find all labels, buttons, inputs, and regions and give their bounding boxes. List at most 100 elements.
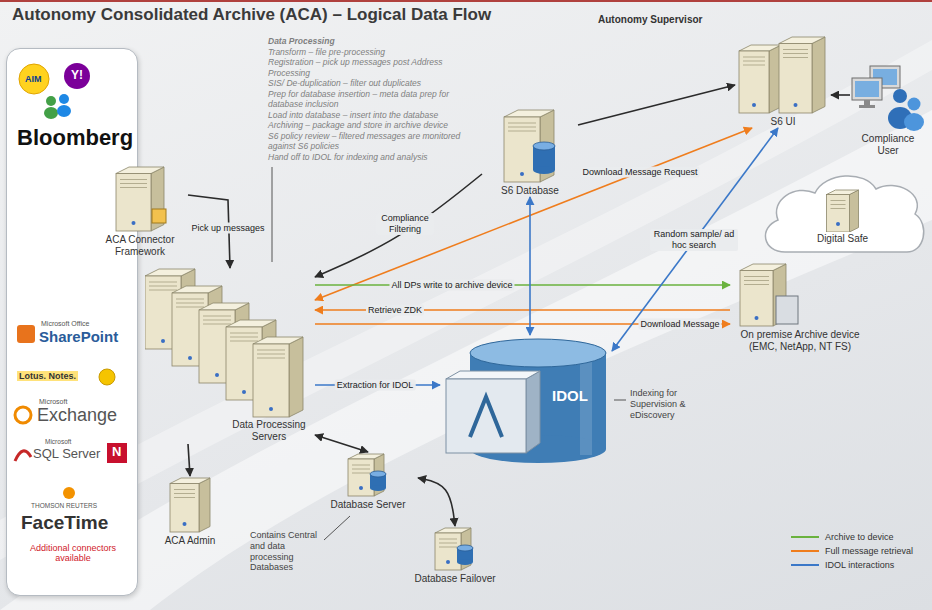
note-text: Load into database – insert into the dat… <box>268 110 473 121</box>
server-slot <box>176 303 204 304</box>
server-led <box>161 339 165 343</box>
dbf-icon <box>405 526 505 572</box>
server-slot <box>783 57 808 58</box>
server-slot <box>257 358 285 359</box>
text-slot: Data Processing Servers <box>145 419 315 444</box>
connector <box>315 174 482 277</box>
server-top <box>435 528 471 533</box>
text-slot: ACA Admin <box>150 535 230 547</box>
framework-icon <box>92 165 188 233</box>
edge-label: Compliance Filtering <box>376 213 434 235</box>
text-slot: N <box>112 445 121 460</box>
node-label: Compliance User <box>850 133 926 157</box>
legend-text: Full message retrieval <box>825 546 913 556</box>
server-node: Digital Safe <box>795 188 890 245</box>
note-text: Registration – pick up messages post Add… <box>268 57 473 78</box>
annotation: Contains Central and data processing Dat… <box>250 530 322 573</box>
db-bottom <box>370 485 386 491</box>
server-slot <box>203 316 231 317</box>
server-front <box>739 51 769 113</box>
edge-label: Random sample/ ad hoc search <box>650 229 738 251</box>
server-front <box>253 344 289 417</box>
text-slot: Bloomberg <box>17 125 133 150</box>
legend-line <box>791 550 819 552</box>
edge-label-slot: All DPs write to archive device <box>389 280 514 291</box>
text-slot: Exchange <box>37 405 117 426</box>
logo-text: Microsoft <box>45 438 71 445</box>
server-top <box>827 190 859 195</box>
node-label: Database Server <box>318 499 418 511</box>
connector <box>529 197 531 335</box>
server-front <box>740 271 773 327</box>
server-led <box>132 221 136 225</box>
server-slot <box>174 497 195 498</box>
legend-swatch <box>790 547 820 555</box>
edge-label-slot: Download Message Request <box>580 167 699 178</box>
aim-logo <box>19 64 49 94</box>
server-slot <box>176 299 204 300</box>
leader-line <box>614 400 626 401</box>
server-led <box>794 103 798 107</box>
server-slot <box>174 489 195 490</box>
server-led <box>359 486 363 490</box>
label-slot: Contains Central and data processing Dat… <box>250 530 322 573</box>
box-logo <box>470 397 502 437</box>
box-top <box>446 371 540 379</box>
server-slot <box>508 131 536 132</box>
person-head <box>893 89 907 103</box>
server-slot <box>744 280 769 281</box>
server-slot <box>257 354 285 355</box>
server-slot <box>203 320 231 321</box>
logo-text: Exchange <box>37 405 117 426</box>
node-label: S6 UI <box>735 116 831 128</box>
server-led <box>752 103 756 107</box>
user-node: Compliance User <box>850 62 926 157</box>
server-slot <box>439 543 457 544</box>
server-front <box>116 174 151 232</box>
text-slot: Microsoft <box>39 398 67 406</box>
edge-label: Retrieve ZDK <box>366 305 424 316</box>
user-icon <box>850 62 926 132</box>
server-led <box>836 222 840 226</box>
note-text: Transform – file pre-processing <box>268 47 473 58</box>
legend-line <box>791 536 819 538</box>
edge-label: All DPs write to archive device <box>389 280 514 291</box>
text-slot: S6 Database <box>482 185 578 197</box>
server-slot <box>230 337 258 338</box>
server-slot <box>743 61 765 62</box>
server-slot <box>743 57 765 58</box>
leader-line <box>272 167 273 262</box>
person-head <box>908 98 921 111</box>
n-logo <box>107 443 127 463</box>
reuters-logo <box>63 487 75 499</box>
s6ui-icon <box>735 35 831 115</box>
storage-box <box>776 296 798 324</box>
arch-icon <box>730 262 870 328</box>
server-slot <box>439 539 457 540</box>
server-top <box>170 478 210 484</box>
text-slot: Database Server <box>318 499 418 511</box>
server-slot <box>783 49 808 50</box>
text-slot: FaceTime <box>21 512 108 534</box>
legend-row: Archive to device <box>790 530 913 544</box>
exchange-logo <box>15 407 31 423</box>
server-slot <box>508 127 536 128</box>
edge-label-slot: Retrieve ZDK <box>366 305 424 316</box>
text-slot: ACA Connector Framework <box>92 234 188 258</box>
text-slot: AIM <box>25 74 42 84</box>
db-bottom <box>457 559 473 565</box>
note-text: Prep for database insertion – meta data … <box>268 89 473 110</box>
node-label: ACA Connector Framework <box>92 234 188 258</box>
admin-icon <box>150 476 230 534</box>
monitor-base <box>859 105 875 108</box>
s6db-icon <box>482 108 578 184</box>
archive-node: On premise Archive device (EMC, NetApp, … <box>730 262 870 353</box>
annotation: Autonomy Supervisor <box>598 14 702 26</box>
node-label: Database Failover <box>405 573 505 585</box>
text-slot: THOMSON REUTERS <box>31 502 97 509</box>
server-side <box>289 337 303 417</box>
server-slot <box>176 307 204 308</box>
text-slot: Lotus. Notes. <box>17 371 78 381</box>
connector <box>612 128 778 351</box>
text-slot: S6 UI <box>735 116 831 128</box>
